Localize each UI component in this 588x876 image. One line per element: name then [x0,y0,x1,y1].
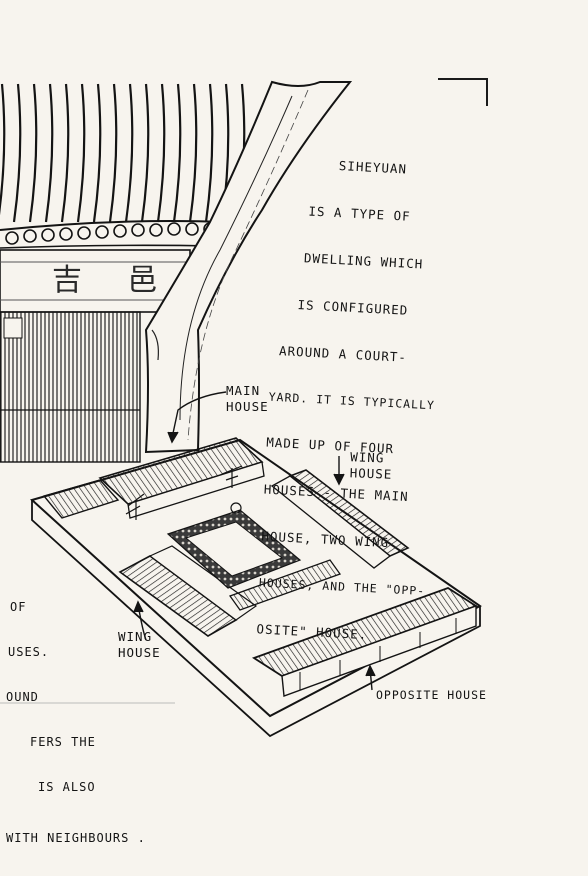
label-arrows [133,391,376,691]
roof-tile-line [188,83,198,223]
siheyuan-description: SIHEYUAN IS A TYPE OF DWELLING WHICH IS … [255,124,450,676]
roof-tile-line [92,83,102,223]
roof-tile-line [60,83,70,223]
sign-characters: 吉 邑 [52,263,176,298]
description-line: DWELLING WHICH [303,250,424,272]
eave-tiles [0,220,226,249]
roof-tile-line [172,83,182,223]
sketchbook-page: 吉 邑 SIHEYUAN IS A TYPE OF DWELLING WHICH… [0,78,488,845]
corner-mark [438,78,488,106]
roof-tile-line [76,83,86,223]
roof-tile-line [124,83,134,223]
cropped-line: IS ALSO [38,780,96,794]
cropped-line: FERS THE [30,735,96,749]
roof-tile-line [140,83,150,223]
roof-tile-line [156,83,166,223]
description-line: HOUSES, AND THE "OPP- [258,575,426,598]
roof-tile-line [12,83,22,223]
tree-trunk [144,80,353,454]
courtyard-compound [30,437,482,738]
description-line: HOUSE, TWO WING [261,528,390,551]
roof-tile-line [44,83,54,223]
description-line: HOUSES - THE MAIN [263,481,409,505]
label-opposite-house: OPPOSITE HOUSE [376,688,487,702]
roof-tile-line [0,83,6,216]
cropped-line: OUND [6,690,39,704]
cropped-line: OF [10,600,27,614]
description-line: IS A TYPE OF [308,203,412,224]
cropped-line: WITH NEIGHBOURS . [6,831,146,845]
description-line: AROUND A COURT- [278,342,408,365]
siheyuan-sketch [0,80,482,738]
description-line: IS CONFIGURED [297,296,409,318]
cropped-line: USES. [8,645,50,659]
label-wing-house-left: WING HOUSE [118,629,161,660]
roof-sketch [0,80,272,463]
roof-tile-line [204,83,214,223]
description-line: SIHEYUAN [338,158,408,177]
cropped-left-text: OF USES. OUND FERS THE IS ALSO WITH NEIG… [6,570,146,876]
roof-tile-line [108,83,118,223]
description-line: OSITE" HOUSE. [256,620,368,642]
description-line: YARD. IT IS TYPICALLY [268,389,436,412]
roof-tile-line [28,83,38,223]
label-wing-house-right: WING HOUSE [349,449,393,482]
label-main-house: MAIN HOUSE [226,383,269,414]
